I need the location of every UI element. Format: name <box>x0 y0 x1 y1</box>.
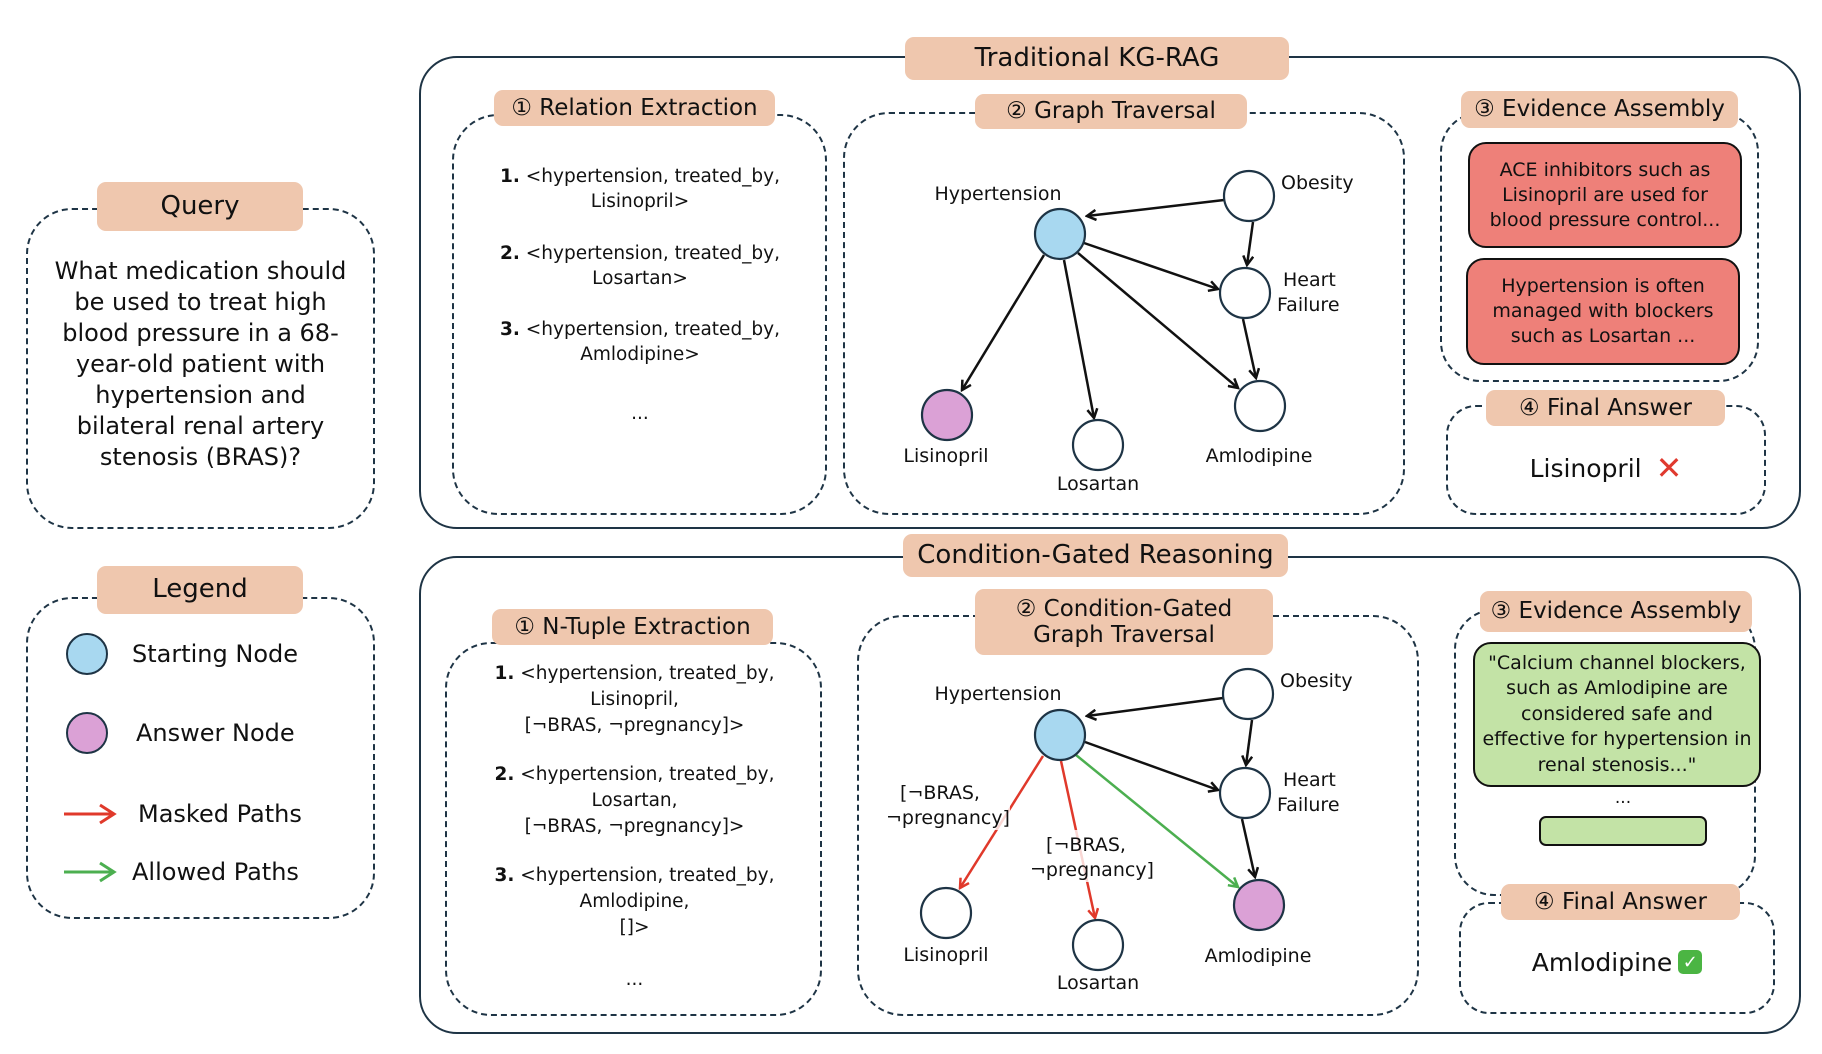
relation-item: 1. <hypertension, treated_by,Lisinopril> <box>499 166 781 212</box>
legend-item-starting-node: Starting Node <box>66 633 298 675</box>
node-obesity <box>1221 667 1275 721</box>
relation-item: 3. <hypertension, treated_by,Amlodipine> <box>499 319 781 365</box>
query-title: Query <box>97 182 303 231</box>
node-lisinopril <box>920 388 974 442</box>
ntuple-extraction-title: ① N-Tuple Extraction <box>492 609 773 645</box>
condition-label-lisinopril-1: [¬BRAS, <box>900 782 980 804</box>
evidence-card: ACE inhibitors such as Lisinopril are us… <box>1468 142 1742 248</box>
label-obesity: Obesity <box>1281 172 1354 194</box>
edge-hypertension-heartfailure <box>1083 241 1218 289</box>
legend-label: Answer Node <box>136 719 295 747</box>
ellipsis: ... <box>631 403 649 424</box>
final-answer: Lisinopril ✕ <box>1446 445 1766 491</box>
edge-heartfailure-amlodipine <box>1240 818 1255 877</box>
edge-hypertension-heartfailure <box>1084 740 1218 790</box>
condition-gated-traversal-box <box>857 615 1419 1016</box>
legend-label: Allowed Paths <box>132 858 299 886</box>
ntuple-item: 3. <hypertension, treated_by,Amlodipine,… <box>494 865 775 938</box>
red-arrow-icon <box>64 803 117 825</box>
edge-obesity-heartfailure <box>1247 221 1255 265</box>
evidence-card: "Calcium channel blockers, such as Amlod… <box>1473 642 1761 787</box>
node-losartan <box>1071 418 1125 472</box>
allowed-edge-hypertension-amlodipine <box>1075 754 1238 887</box>
legend-label: Starting Node <box>132 640 299 668</box>
final-answer-value: Lisinopril <box>1529 453 1642 483</box>
title-line: Graph Traversal <box>1033 622 1215 648</box>
legend-item-answer-node: Answer Node <box>66 712 295 754</box>
condition-label-bg <box>890 778 1010 830</box>
legend-label: Masked Paths <box>138 800 302 828</box>
evidence-assembly-title: ③ Evidence Assembly <box>1461 91 1738 128</box>
label-losartan: Losartan <box>1057 972 1139 994</box>
final-answer-title: ④ Final Answer <box>1486 390 1725 426</box>
node-heart-failure <box>1218 766 1272 820</box>
edge-hypertension-lisinopril <box>962 254 1046 390</box>
edge-hypertension-losartan <box>1062 259 1094 418</box>
node-losartan <box>1071 918 1125 972</box>
relation-item: 2. <hypertension, treated_by,Losartan> <box>499 243 781 289</box>
edge-heartfailure-amlodipine <box>1241 318 1256 378</box>
node-amlodipine <box>1232 878 1286 932</box>
query-text: What medication should be used to treat … <box>54 257 347 471</box>
graph-traversal-title: ② Graph Traversal <box>975 94 1247 129</box>
ntuple-item: 1. <hypertension, treated_by,Lisinopril,… <box>494 663 775 736</box>
edge-obesity-hypertension <box>1087 696 1224 716</box>
legend-item-masked-paths: Masked Paths <box>62 800 302 828</box>
ellipsis: ... <box>625 969 644 990</box>
legend-item-allowed-paths: Allowed Paths <box>62 858 299 886</box>
evidence-card-placeholder <box>1539 816 1707 846</box>
condition-gated-title: Condition-Gated Reasoning <box>903 534 1288 577</box>
label-lisinopril: Lisinopril <box>903 445 988 467</box>
node-obesity <box>1222 169 1276 223</box>
green-arrow-icon <box>64 861 117 883</box>
label-amlodipine: Amlodipine <box>1205 945 1312 967</box>
ntuple-item: 2. <hypertension, treated_by,Losartan,[¬… <box>494 764 775 837</box>
label-hypertension: Hypertension <box>934 683 1061 705</box>
label-hypertension: Hypertension <box>934 183 1061 205</box>
label-heart-failure-2: Failure <box>1277 794 1340 816</box>
node-heart-failure <box>1218 266 1272 320</box>
label-amlodipine: Amlodipine <box>1206 445 1313 467</box>
edge-hypertension-amlodipine <box>1077 252 1238 388</box>
title-line: ② Condition-Gated <box>1015 595 1233 622</box>
node-lisinopril <box>919 886 973 940</box>
node-hypertension <box>1033 708 1087 762</box>
relation-list: 1. <hypertension, treated_by,Lisinopril>… <box>470 164 810 426</box>
relation-extraction-title: ① Relation Extraction <box>494 90 775 126</box>
evidence-assembly-title: ③ Evidence Assembly <box>1480 591 1752 632</box>
final-answer: Amlodipine ✓ <box>1459 940 1775 984</box>
condition-gated-traversal-title: ② Condition-Gated Graph Traversal <box>975 589 1273 655</box>
condition-label-bg <box>1028 830 1156 882</box>
wrong-mark-icon: ✕ <box>1655 449 1683 487</box>
edge-obesity-hypertension <box>1087 198 1225 216</box>
condition-label-losartan-2: ¬pregnancy] <box>1030 859 1154 881</box>
starting-node-icon <box>66 633 108 675</box>
ellipsis: ... <box>1614 788 1632 808</box>
legend-title: Legend <box>97 566 303 614</box>
label-heart-failure-1: Heart <box>1283 769 1336 791</box>
check-mark-icon: ✓ <box>1678 950 1703 974</box>
label-losartan: Losartan <box>1057 473 1139 495</box>
evidence-card: Hypertension is often managed with block… <box>1466 258 1740 365</box>
answer-node-icon <box>66 712 108 754</box>
label-heart-failure-1: Heart <box>1283 269 1336 291</box>
final-answer-title: ④ Final Answer <box>1501 884 1740 920</box>
traditional-title: Traditional KG-RAG <box>905 37 1289 80</box>
label-obesity: Obesity <box>1280 670 1353 692</box>
condition-label-lisinopril-2: ¬pregnancy] <box>886 807 1010 829</box>
edge-obesity-heartfailure <box>1246 719 1254 765</box>
node-hypertension <box>1033 207 1087 261</box>
label-heart-failure-2: Failure <box>1277 294 1340 316</box>
condition-label-losartan-1: [¬BRAS, <box>1046 834 1126 856</box>
node-amlodipine <box>1233 379 1287 433</box>
label-lisinopril: Lisinopril <box>903 944 988 966</box>
final-answer-value: Amlodipine <box>1531 947 1673 977</box>
ntuple-list: 1. <hypertension, treated_by,Lisinopril,… <box>462 661 807 993</box>
